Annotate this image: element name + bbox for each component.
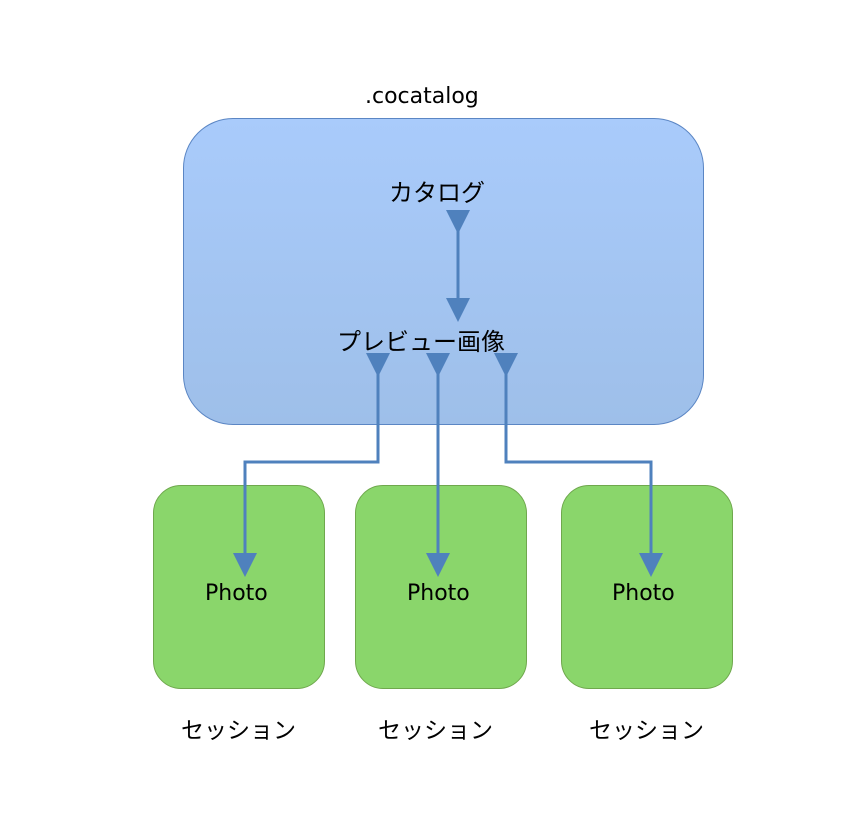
photo-label-1: Photo xyxy=(205,581,268,606)
preview-label: プレビュー画像 xyxy=(337,328,505,356)
photo-label-3: Photo xyxy=(612,581,675,606)
session-label-1: セッション xyxy=(181,718,296,744)
arrow-session-3 xyxy=(494,353,663,577)
photo-label-2: Photo xyxy=(407,581,470,606)
container-label: .cocatalog xyxy=(365,84,479,109)
session-label-2: セッション xyxy=(378,718,493,744)
catalog-label: カタログ xyxy=(389,179,485,207)
arrow-session-1 xyxy=(233,353,390,577)
session-label-3: セッション xyxy=(589,718,704,744)
